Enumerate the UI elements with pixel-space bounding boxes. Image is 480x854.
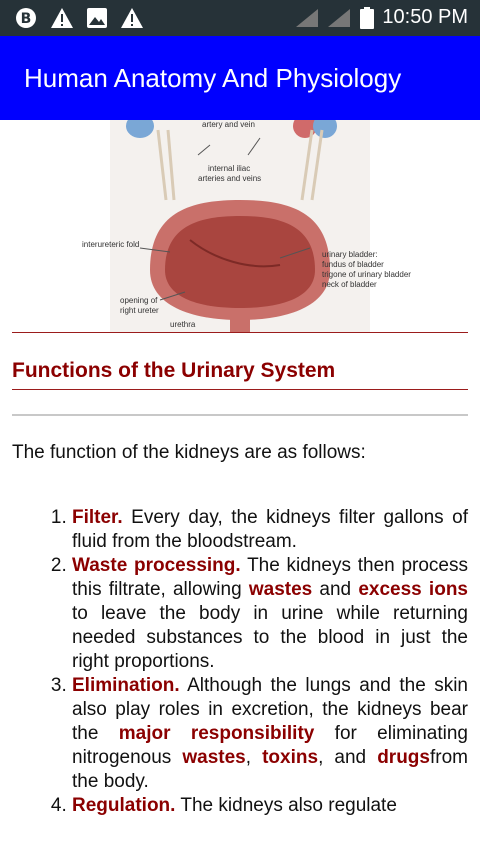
term-label: Regulation. [72, 795, 176, 816]
system-icons: 10:50 PM [296, 6, 468, 29]
label-interureteric: interureteric fold [82, 240, 140, 249]
list-item: Waste processing. The kidneys then proce… [72, 554, 468, 674]
label-trigone: trigone of urinary bladder [322, 270, 411, 279]
item-text: Every day, the kidneys filter gallons of… [72, 507, 468, 552]
intro-paragraph: The function of the kidneys are as follo… [12, 442, 366, 463]
section-heading: Functions of the Urinary System [12, 359, 336, 382]
label-bladder: urinary bladder: [322, 250, 378, 259]
item-text: The kidneys then process this filtrate, … [72, 555, 468, 600]
article-content[interactable]: artery and vein internal iliac arteries … [0, 120, 480, 854]
status-bar: B 10:50 PM [0, 0, 480, 36]
signal-icon [328, 8, 351, 27]
list-item: Elimination. Although the lungs and the … [72, 674, 468, 794]
label-neck: neck of bladder [322, 280, 377, 289]
divider [12, 389, 468, 390]
item-text: to leave the body in urine while returni… [72, 603, 468, 672]
app-title: Human Anatomy And Physiology [24, 62, 402, 93]
image-icon [87, 8, 107, 28]
highlight-text: drugs [377, 747, 430, 768]
label-right-ureter: right ureter [120, 306, 159, 315]
label-internal-iliac: internal iliac [208, 164, 251, 173]
clock: 10:50 PM [382, 6, 468, 28]
label-urethra: urethra [170, 320, 196, 329]
app-bar: Human Anatomy And Physiology [0, 36, 480, 120]
item-text: for eliminating nitrogenous [72, 723, 468, 768]
item-text: from the body. [72, 747, 468, 792]
warning-icon [121, 8, 143, 28]
functions-list: Filter. Every day, the kidneys filter ga… [0, 506, 468, 818]
highlight-text: wastes [182, 747, 246, 768]
svg-text:B: B [21, 11, 32, 27]
item-text: Although the lungs and the skin also pla… [72, 675, 468, 744]
bladder-drawing [110, 120, 370, 332]
divider [12, 332, 468, 333]
b-badge-icon: B [16, 8, 36, 28]
term-label: Elimination. [72, 675, 180, 696]
list-item: Filter. Every day, the kidneys filter ga… [72, 506, 468, 554]
label-internal-iliac-2: arteries and veins [198, 174, 262, 183]
highlight-text: major responsibility [118, 723, 315, 744]
warning-icon [51, 8, 73, 28]
term-label: Waste processing. [72, 555, 241, 576]
bladder-illustration: artery and vein internal iliac arteries … [40, 120, 440, 332]
item-text: , [245, 747, 263, 768]
highlight-text: wastes [248, 579, 313, 600]
label-opening: opening of [120, 296, 158, 305]
divider [12, 414, 468, 416]
item-text: and [312, 579, 359, 600]
term-label: Filter. [72, 507, 123, 528]
label-artery-vein: artery and vein [202, 120, 255, 129]
battery-icon [360, 6, 375, 29]
highlight-text: toxins [262, 747, 319, 768]
item-text: , and [318, 747, 378, 768]
signal-icon [296, 8, 319, 27]
list-item: Regulation. The kidneys also regulate [72, 794, 468, 818]
highlight-text: excess ions [358, 579, 468, 600]
label-fundus: fundus of bladder [322, 260, 384, 269]
item-text: The kidneys also regulate [175, 795, 397, 816]
notification-icons: B [14, 6, 144, 30]
